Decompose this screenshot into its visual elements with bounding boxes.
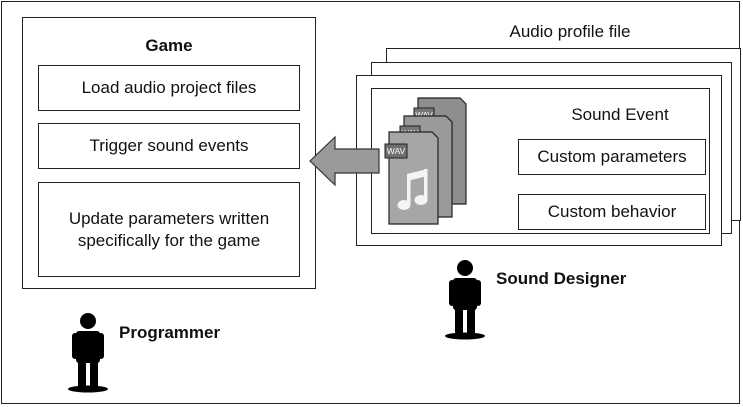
game-item-trigger xyxy=(38,123,300,169)
game-item-load xyxy=(38,65,300,111)
music-note-icon xyxy=(397,169,428,210)
left-arrow-icon xyxy=(309,135,380,187)
custom-behavior-box xyxy=(518,194,706,230)
audio-profile-file-label: Audio profile file xyxy=(509,22,631,41)
custom-parameters-label: Custom parameters xyxy=(537,147,687,166)
game-title: Game xyxy=(145,36,193,55)
person-icon xyxy=(68,313,108,393)
wav-file-icon: WAV WAV WAV xyxy=(384,97,467,225)
person-icon xyxy=(445,260,485,340)
custom-parameters-box xyxy=(518,139,706,175)
game-item-load-label: Load audio project files xyxy=(81,78,257,97)
svg-text:WAV: WAV xyxy=(387,146,406,156)
sound-designer-label: Sound Designer xyxy=(496,269,627,288)
game-item-update-label: Update parameters written specifically f… xyxy=(68,208,270,250)
custom-behavior-label: Custom behavior xyxy=(547,202,677,221)
game-item-update xyxy=(38,182,300,277)
programmer-label: Programmer xyxy=(119,323,221,342)
sound-event-title: Sound Event xyxy=(571,105,669,124)
game-item-trigger-label: Trigger sound events xyxy=(89,136,249,155)
